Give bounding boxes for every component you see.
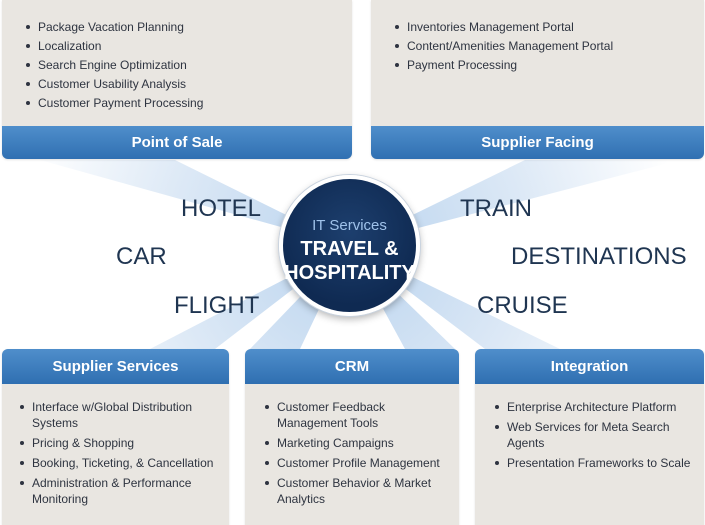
integration-card: Integration Enterprise Architecture Plat…	[475, 349, 704, 525]
hub-circle: IT Services TRAVEL & HOSPITALITY	[279, 175, 420, 316]
list-item: Presentation Frameworks to Scale	[495, 455, 700, 471]
list-item: Web Services for Meta Search Agents	[495, 419, 700, 451]
supplier-facing-list: Inventories Management Portal Content/Am…	[395, 19, 613, 76]
list-item: Customer Feedback Management Tools	[265, 399, 455, 431]
supplier-services-list: Interface w/Global Distribution Systems …	[20, 399, 225, 511]
list-item: Enterprise Architecture Platform	[495, 399, 700, 415]
crm-list: Customer Feedback Management Tools Marke…	[265, 399, 455, 511]
point-of-sale-card: Package Vacation Planning Localization S…	[2, 0, 352, 159]
list-item: Package Vacation Planning	[26, 19, 203, 36]
segment-car: CAR	[116, 243, 167, 270]
list-item: Marketing Campaigns	[265, 435, 455, 451]
point-of-sale-list: Package Vacation Planning Localization S…	[26, 19, 203, 114]
segment-flight: FLIGHT	[174, 292, 260, 319]
hub-subtitle: IT Services	[312, 217, 387, 234]
supplier-services-card: Supplier Services Interface w/Global Dis…	[2, 349, 229, 525]
hub-title-line1: TRAVEL &	[300, 238, 399, 260]
list-item: Customer Payment Processing	[26, 95, 203, 112]
supplier-services-title: Supplier Services	[2, 349, 229, 384]
ray-upper-left	[40, 160, 349, 246]
segment-hotel: HOTEL	[181, 195, 262, 222]
list-item: Administration & Performance Monitoring	[20, 475, 225, 507]
crm-title: CRM	[245, 349, 459, 384]
list-item: Customer Behavior & Market Analytics	[265, 475, 455, 507]
supplier-facing-title: Supplier Facing	[371, 126, 704, 159]
segment-cruise: CRUISE	[477, 292, 568, 319]
segment-destinations: DESTINATIONS	[511, 243, 687, 270]
list-item: Customer Usability Analysis	[26, 76, 203, 93]
list-item: Localization	[26, 38, 203, 55]
crm-card: CRM Customer Feedback Management Tools M…	[245, 349, 459, 525]
list-item: Search Engine Optimization	[26, 57, 203, 74]
list-item: Inventories Management Portal	[395, 19, 613, 36]
list-item: Customer Profile Management	[265, 455, 455, 471]
list-item: Pricing & Shopping	[20, 435, 225, 451]
point-of-sale-title: Point of Sale	[2, 126, 352, 159]
ray-upper-right	[349, 160, 680, 246]
hub-title-line2: HOSPITALITY	[284, 262, 415, 284]
supplier-facing-card: Inventories Management Portal Content/Am…	[371, 0, 704, 159]
list-item: Content/Amenities Management Portal	[395, 38, 613, 55]
list-item: Payment Processing	[395, 57, 613, 74]
list-item: Booking, Ticketing, & Cancellation	[20, 455, 225, 471]
segment-train: TRAIN	[460, 195, 532, 222]
integration-title: Integration	[475, 349, 704, 384]
list-item: Interface w/Global Distribution Systems	[20, 399, 225, 431]
integration-list: Enterprise Architecture Platform Web Ser…	[495, 399, 700, 475]
